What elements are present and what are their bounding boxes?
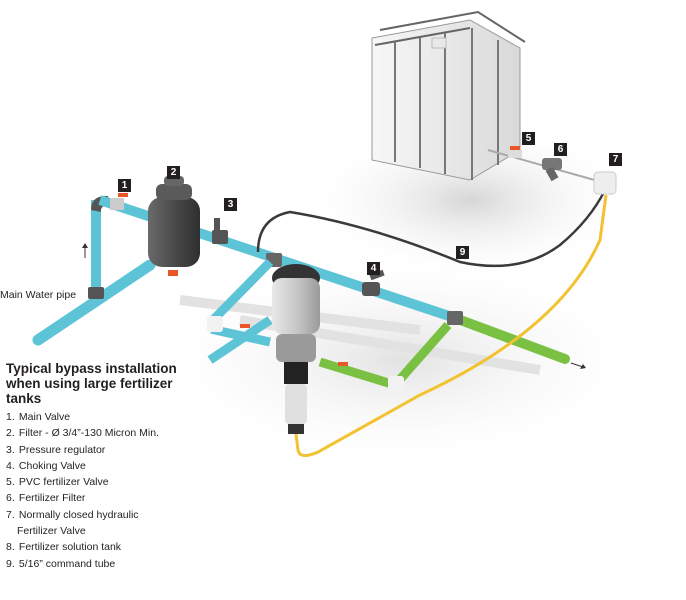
legend-title: Typical bypass installation when using l… (6, 361, 177, 406)
legend-item: 8. Fertilizer solution tank (6, 541, 122, 554)
pvc-valve-handle (510, 146, 520, 150)
doser-inlet-valve (240, 324, 250, 328)
pvc-fertilizer-valve (508, 150, 522, 158)
legend-item: 9. 5/16” command tube (6, 557, 116, 570)
elbow-2 (388, 376, 404, 392)
callout-3: 3 (224, 198, 237, 211)
legend-item: 3. Pressure regulator (6, 443, 106, 456)
elbow (207, 316, 223, 332)
riser-tee (88, 287, 104, 299)
floor-shadow (140, 250, 660, 470)
main-valve (110, 193, 128, 210)
dosing-pump (272, 264, 320, 434)
legend-item: 5. PVC fertilizer Valve (6, 476, 109, 489)
flow-arrow-up-icon (82, 243, 88, 258)
main-water-pipe (32, 259, 156, 346)
main-water-pipe-label: Main Water pipe (0, 289, 77, 301)
callout-7: 7 (609, 153, 622, 166)
flow-arrow-out-icon (570, 362, 586, 369)
legend-item: 4. Choking Valve (6, 459, 86, 472)
legend-item: 2. Filter - Ø 3/4”-130 Micron Min. (6, 427, 159, 440)
callout-6: 6 (554, 143, 567, 156)
callout-4: 4 (367, 262, 380, 275)
command-tube (256, 189, 607, 268)
pressure-regulator (212, 218, 228, 244)
legend-list: 1. Main Valve 2. Filter - Ø 3/4”-130 Mic… (6, 409, 186, 572)
callout-5: 5 (522, 132, 535, 145)
fertilizer-suction-tube (294, 194, 608, 457)
fertilizer-filter (542, 158, 562, 182)
filter (148, 176, 200, 276)
fertilizer-tank (371, 10, 526, 181)
pipe-tee (447, 311, 463, 325)
hydraulic-fertilizer-valve (593, 171, 617, 195)
doser-outlet-valve (338, 362, 348, 366)
callout-1: 1 (118, 179, 131, 192)
callout-2: 2 (167, 166, 180, 179)
choking-valve (362, 269, 385, 296)
bypass-outlet-pipe (450, 313, 570, 364)
legend-item: 1. Main Valve (6, 411, 71, 423)
legend-item: 6. Fertilizer Filter (6, 492, 86, 505)
legend-caption: Typical bypass installation when using l… (6, 361, 186, 572)
callout-9: 9 (456, 246, 469, 259)
